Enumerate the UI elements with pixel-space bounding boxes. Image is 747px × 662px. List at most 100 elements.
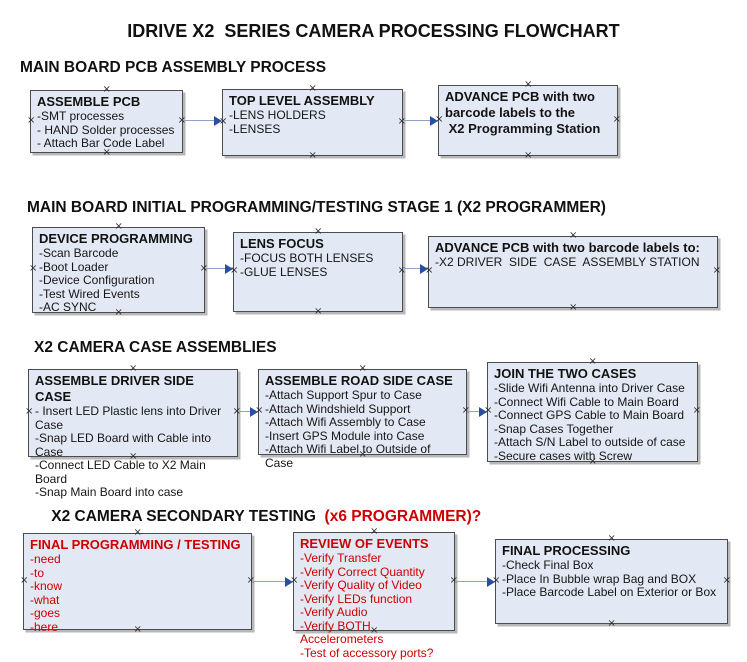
connection-point-marker: × (569, 302, 578, 313)
connection-point-marker: × (612, 113, 621, 125)
box-advance-pcb-driver-side: ADVANCE PCB with two barcode labels to: … (425, 231, 721, 313)
arrow-line (205, 268, 227, 269)
flow-arrow (238, 407, 258, 417)
box-line-item: -Verify Quality of Video (300, 578, 422, 592)
box-line-item: -Connect GPS Cable to Main Board (494, 408, 685, 422)
arrow-head-icon (285, 577, 293, 587)
box-line-item: -Connect Wifi Cable to Main Board (494, 394, 679, 409)
box-advance-pcb-programming-station: ADVANCE PCB with two barcode labels to t… (435, 80, 621, 161)
flow-arrow (252, 577, 293, 587)
box-final-programming-testing: FINAL PROGRAMMING / TESTING -need-to-kno… (20, 528, 255, 635)
connection-point-marker: × (308, 150, 317, 161)
box-items: -need-to-know-what-goes-here (30, 552, 245, 634)
connection-point-marker: × (27, 114, 36, 126)
box-line-item: - Attach Bar Code Label (37, 136, 165, 150)
box-line-item: -Attach Wifi Assembly to Case (265, 415, 426, 429)
connection-point-marker: × (314, 306, 323, 317)
box-line-item: -Secure cases with Screw (494, 448, 633, 463)
box-line-item: - HAND Solder processes (37, 122, 175, 137)
connection-point-marker: × (29, 263, 38, 274)
flow-arrow (404, 116, 438, 126)
box-line-item: -here (30, 619, 59, 634)
box-line-item: -Attach Support Spur to Case (265, 388, 422, 402)
arrow-line (455, 581, 489, 582)
arrow-head-icon (430, 116, 438, 126)
box-title: ADVANCE PCB with two barcode labels to: (435, 240, 700, 255)
connection-point-marker: × (607, 618, 616, 629)
box-line-item: -Place Barcode Label on Exterior or Box (502, 585, 717, 599)
box-line-item: -Verify LEDs function (300, 591, 413, 606)
box-title: DEVICE PROGRAMMING (39, 231, 193, 246)
box-title: FINAL PROGRAMMING / TESTING (30, 537, 241, 552)
arrow-head-icon (225, 264, 233, 274)
box-line-item: -Test of accessory ports? (300, 645, 434, 660)
box-items: -Slide Wifi Antenna into Driver Case-Con… (494, 381, 691, 463)
box-items: -X2 DRIVER SIDE CASE ASSEMBLY STATION (435, 255, 711, 270)
box-lens-focus: LENS FOCUS -FOCUS BOTH LENSES-GLUE LENSE… (230, 227, 406, 317)
box-line-item: -need (30, 552, 61, 566)
arrow-line (467, 411, 481, 412)
box-line-item: -Verify Transfer (300, 551, 382, 565)
box-device-programming: DEVICE PROGRAMMING -Scan Barcode-Boot Lo… (29, 222, 208, 318)
box-line-item: -know (30, 579, 63, 593)
box-line-item: -to (30, 565, 45, 580)
box-items: -Check Final Box-Place In Bubble wrap Ba… (502, 558, 721, 600)
box-join-the-two-cases: JOIN THE TWO CASES -Slide Wifi Antenna i… (484, 357, 701, 467)
section-heading-secondary-testing: X2 CAMERA SECONDARY TESTING (x6 PROGRAMM… (34, 490, 481, 544)
box-items: -Scan Barcode-Boot Loader-Device Configu… (39, 246, 198, 315)
arrow-head-icon (214, 116, 222, 126)
box-line-item: -goes (30, 606, 61, 620)
box-line-item: -Snap Cases Together (494, 421, 614, 436)
box-line-item: -Connect LED Cable to X2 Main Board (35, 458, 210, 486)
box-title: FINAL PROCESSING (502, 543, 631, 558)
box-items: -Attach Support Spur to Case-Attach Wind… (265, 388, 460, 470)
box-assemble-road-side-case: ASSEMBLE ROAD SIDE CASE -Attach Support … (255, 364, 470, 470)
box-title: LENS FOCUS (240, 236, 324, 251)
box-line-item: -FOCUS BOTH LENSES (240, 251, 374, 265)
box-assemble-pcb: ASSEMBLE PCB -SMT processes- HAND Solder… (27, 85, 186, 158)
box-title: ASSEMBLE PCB (37, 94, 141, 109)
box-items: -SMT processes- HAND Solder processes- A… (37, 109, 176, 151)
arrow-line (184, 120, 216, 121)
arrow-line (403, 268, 422, 269)
box-assemble-driver-side-case: ASSEMBLE DRIVER SIDE CASE - Insert LED P… (25, 364, 241, 499)
arrow-head-icon (487, 577, 495, 587)
page-title: IDRIVE X2 SERIES CAMERA PROCESSING FLOWC… (127, 21, 620, 41)
flow-arrow (455, 577, 495, 587)
connection-point-marker: × (712, 265, 721, 276)
box-line-item: -LENSES (229, 121, 281, 136)
box-line-item: - Insert LED Plastic lens into Driver Ca… (35, 404, 225, 432)
box-title: ASSEMBLE DRIVER SIDE CASE (35, 373, 198, 404)
box-final-processing: FINAL PROCESSING -Check Final Box-Place … (492, 534, 731, 629)
flow-arrow (205, 264, 233, 274)
box-title: TOP LEVEL ASSEMBLY (229, 93, 375, 108)
box-review-of-events: REVIEW OF EVENTS -Verify Transfer-Verify… (290, 527, 458, 660)
flow-arrow (403, 264, 428, 274)
box-items: -Verify Transfer-Verify Correct Quantity… (300, 551, 448, 660)
connection-point-marker: × (524, 150, 533, 161)
box-line-item: -Place In Bubble wrap Bag and BOX (502, 571, 697, 586)
box-items: -FOCUS BOTH LENSES-GLUE LENSES (240, 251, 396, 279)
box-line-item: X2 Programming Station (445, 121, 601, 136)
box-line-item: -what (30, 592, 60, 607)
box-line-item: -Boot Loader (39, 259, 109, 274)
section-heading-pcb-assembly: MAIN BOARD PCB ASSEMBLY PROCESS (20, 59, 327, 76)
box-line-item: -Verify Audio (300, 605, 368, 619)
arrow-line (404, 120, 432, 121)
box-line-item: -Verify BOTH Accelerometers (300, 618, 384, 646)
box-items: - Insert LED Plastic lens into Driver Ca… (35, 404, 231, 500)
box-line-item: -Attach S/N Label to outside of case (494, 435, 686, 449)
section-heading-case-assemblies: X2 CAMERA CASE ASSEMBLIES (34, 339, 277, 356)
arrow-line (252, 581, 287, 582)
box-items: X2 Programming Station (445, 121, 611, 137)
box-title: JOIN THE TWO CASES (494, 366, 637, 381)
flow-arrow (184, 116, 222, 126)
box-line-item: -Snap Main Board into case (35, 485, 184, 499)
box-line-item: -AC SYNC (39, 300, 97, 314)
box-line-item: -SMT processes (37, 109, 125, 123)
box-line-item: -Device Configuration (39, 273, 155, 287)
arrow-head-icon (479, 407, 487, 417)
flow-arrow (467, 407, 487, 417)
box-title: REVIEW OF EVENTS (300, 536, 429, 551)
arrow-head-icon (420, 264, 428, 274)
